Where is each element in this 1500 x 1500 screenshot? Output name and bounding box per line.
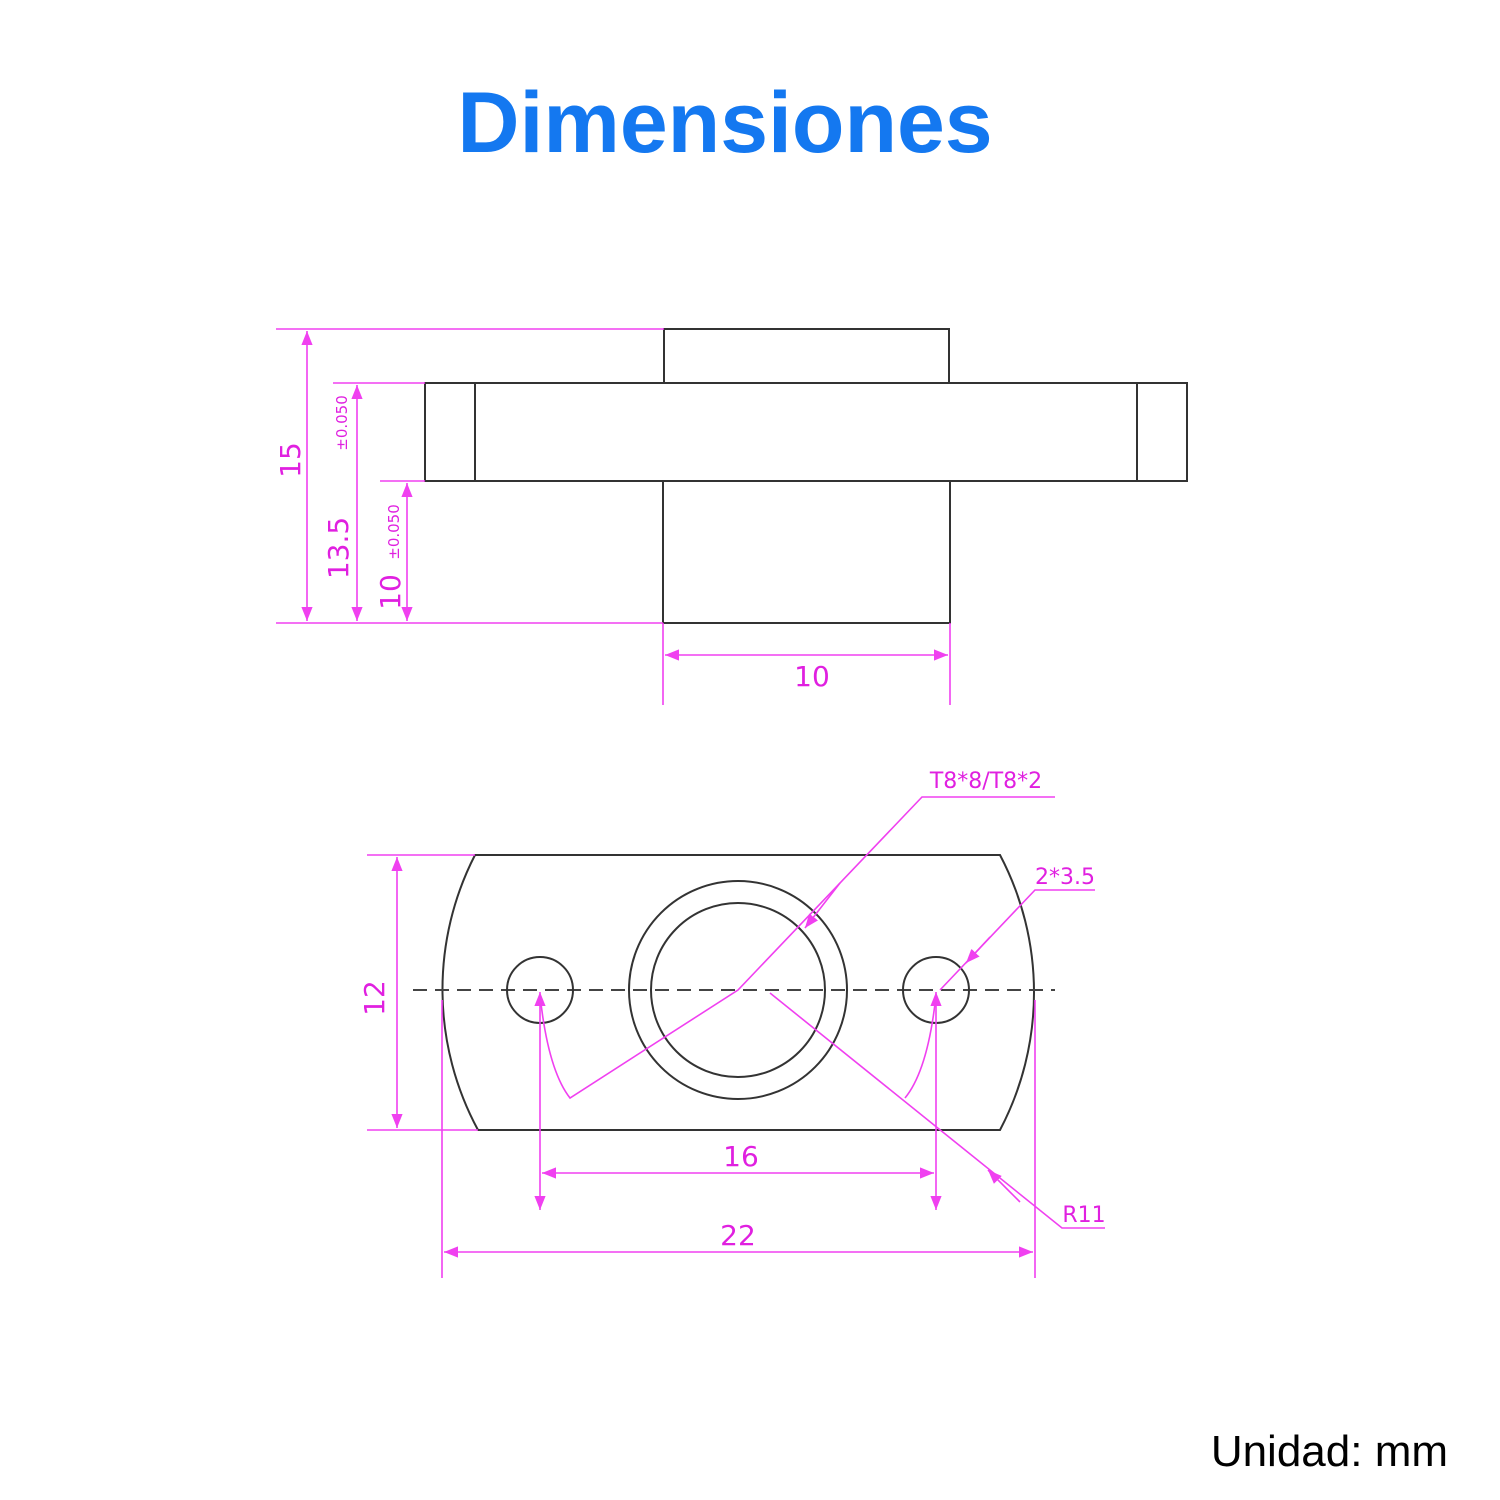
label-16: 16 bbox=[723, 1140, 759, 1173]
label-10-horizontal: 10 bbox=[794, 660, 830, 693]
top-view: 12 16 22 T8*8/T8*2 R11 2*3.5 bbox=[358, 769, 1106, 1278]
label-10-vertical: 10 bbox=[374, 574, 407, 610]
tolerance-1: ±0.050 bbox=[333, 395, 351, 451]
top-boss bbox=[663, 328, 950, 384]
bottom-boss bbox=[662, 480, 951, 624]
thread-label: T8*8/T8*2 bbox=[929, 769, 1042, 794]
flange bbox=[424, 382, 1188, 482]
unit-label: Unidad: mm bbox=[1211, 1427, 1448, 1476]
label-12: 12 bbox=[358, 980, 391, 1016]
page-title: Dimensiones bbox=[457, 75, 992, 171]
side-view: 15 13.5 10 ±0.050 ±0.050 10 bbox=[274, 328, 1188, 705]
holes-label: 2*3.5 bbox=[1035, 865, 1095, 890]
thread-hole bbox=[650, 902, 826, 1078]
label-13-5: 13.5 bbox=[322, 517, 355, 579]
radius-label: R11 bbox=[1062, 1203, 1105, 1228]
flange-outline bbox=[441, 854, 1036, 1131]
tolerance-2: ±0.050 bbox=[385, 504, 403, 560]
label-15: 15 bbox=[274, 442, 307, 478]
label-22: 22 bbox=[720, 1219, 756, 1252]
boss-circle bbox=[628, 880, 848, 1100]
